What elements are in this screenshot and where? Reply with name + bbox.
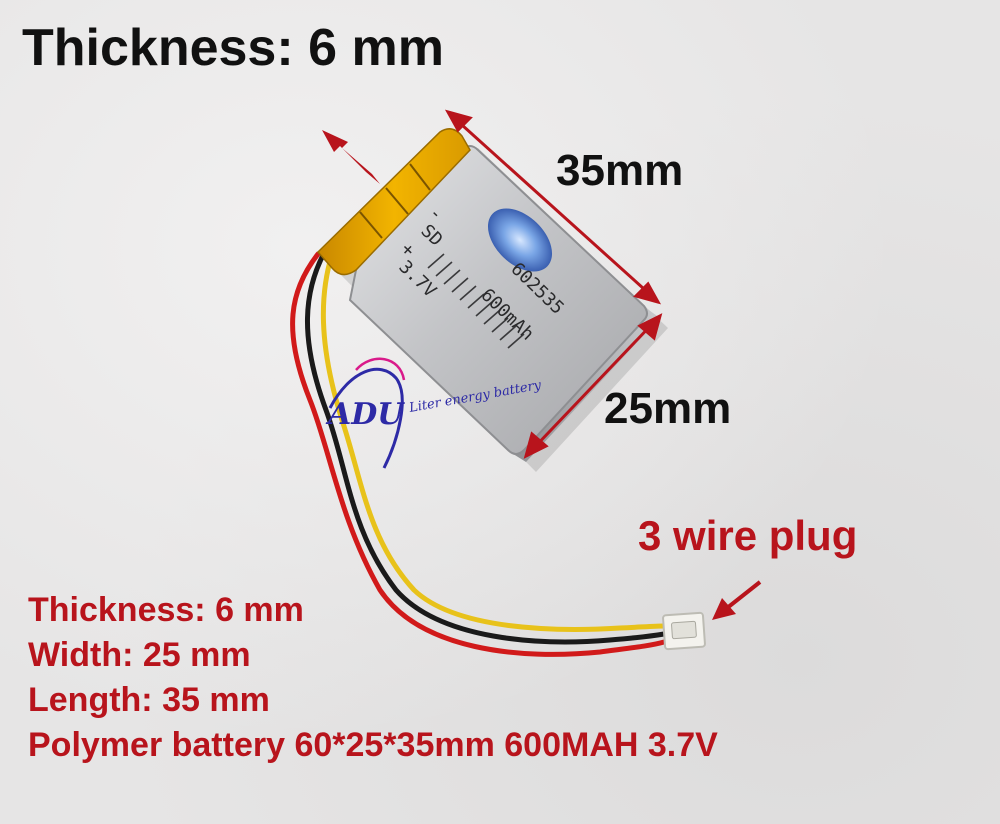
- width-dimension-arrow: [523, 313, 663, 459]
- black-wire: [305, 243, 667, 645]
- battery-face: [348, 145, 648, 455]
- spec-thickness: Thickness: 6 mm: [28, 591, 304, 629]
- plug-label: 3 wire plug: [638, 512, 858, 559]
- logo-swoosh-accent: [355, 357, 406, 381]
- plug-arrow-icon: [712, 580, 762, 620]
- jst-plug: [662, 611, 706, 651]
- length-dimension-arrow: [444, 109, 662, 305]
- hologram-sticker: [487, 208, 553, 272]
- terminal-tabs: [359, 163, 431, 239]
- kapton-tape: [316, 128, 471, 276]
- dimension-arrow-icon: [633, 281, 662, 305]
- spec-width: Width: 25 mm: [28, 636, 251, 674]
- width-label: 25mm: [604, 384, 732, 433]
- spec-list: Thickness: 6 mm Width: 25 mm Length: 35 …: [28, 588, 718, 768]
- logo-swoosh: [328, 367, 404, 469]
- dimension-arrow-icon: [444, 109, 473, 133]
- thickness-arrow-icon: [322, 130, 380, 184]
- battery-cell: - SD + 3.7V 602535 600mAh: [316, 128, 660, 462]
- length-label: 35mm: [556, 146, 684, 195]
- spec-length: Length: 35 mm: [28, 681, 270, 719]
- yellow-wire: [320, 235, 667, 632]
- red-wire: [290, 251, 667, 657]
- dimension-arrow-icon: [523, 431, 549, 459]
- headline-thickness: Thickness: 6 mm: [22, 19, 444, 77]
- barcode: [427, 253, 525, 349]
- dimension-arrow-icon: [637, 313, 663, 341]
- spec-summary: Polymer battery 60*25*35mm 600MAH 3.7V: [28, 726, 718, 764]
- wire-bundle: [290, 235, 667, 657]
- logo-mark: ADU: [325, 397, 405, 432]
